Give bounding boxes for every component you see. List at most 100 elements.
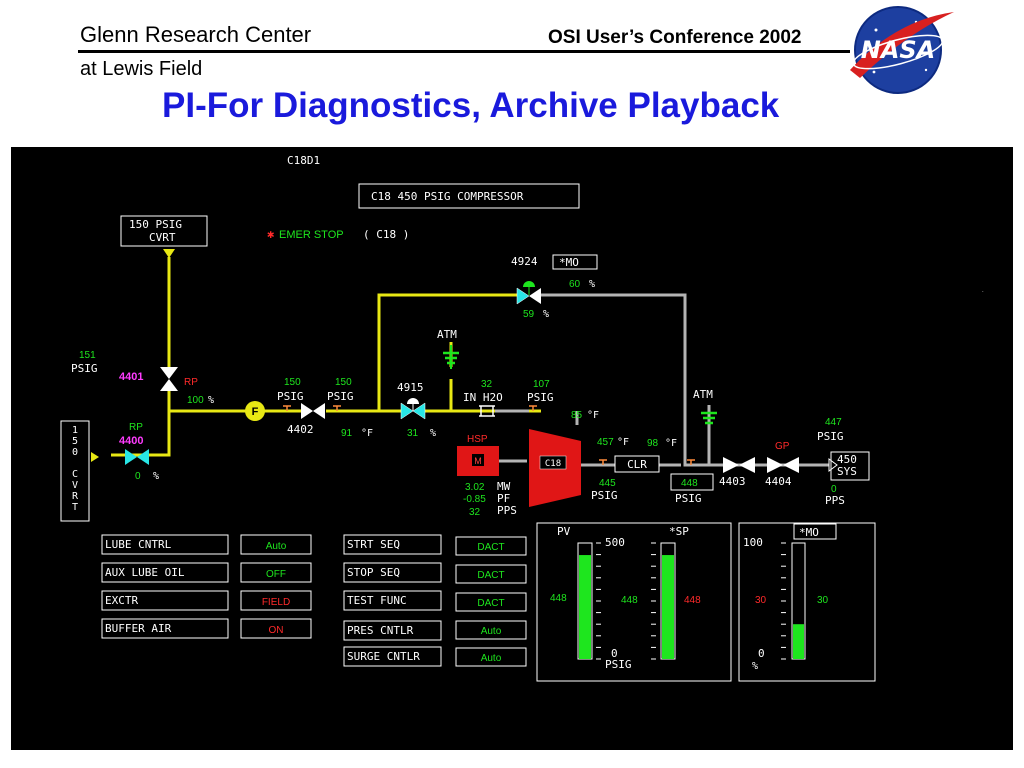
orifice-icon <box>479 405 495 417</box>
control-status-button[interactable] <box>240 562 312 583</box>
sys-pps-value: 0 <box>831 484 837 495</box>
pressure-scale-top: 500 <box>605 536 625 549</box>
control-label: SURGE CNTLR <box>347 650 420 663</box>
temp-457-unit: °F <box>617 437 629 448</box>
control-status: DACT <box>477 542 504 553</box>
output-red-value: 30 <box>755 595 767 606</box>
control-row: AUX LUBE OIL OFF <box>101 562 312 583</box>
output-green-value: 30 <box>817 595 829 606</box>
output-mode-box[interactable] <box>793 523 837 540</box>
gray-pipe-main <box>541 293 829 467</box>
psig-447-value: 447 <box>825 417 842 428</box>
sys-arrow-icon <box>828 458 838 472</box>
control-status-button[interactable] <box>240 590 312 611</box>
valve-4401-id: 4401 <box>119 371 143 383</box>
valve-4400-icon[interactable] <box>125 449 149 465</box>
control-status: ON <box>269 625 284 636</box>
valve-4924-pos-sign: % <box>543 309 549 320</box>
valve-4404-id: 4404 <box>765 475 792 488</box>
pps-label: PPS <box>497 504 517 517</box>
compressor-title-box <box>358 183 580 209</box>
temp-98-unit: °F <box>665 438 677 449</box>
control-row: PRES CNTLR Auto <box>343 620 527 641</box>
header-rule <box>78 50 850 53</box>
atm-vent-icon-right <box>701 411 717 425</box>
cooler-box[interactable] <box>614 455 660 473</box>
sp-value: 448 <box>684 595 701 606</box>
control-status: FIELD <box>262 597 290 608</box>
psig-448-box-value: 448 <box>681 478 698 489</box>
valve-4402-icon[interactable] <box>301 403 325 419</box>
valve-4400-mode: RP <box>129 422 143 433</box>
valve-4403-id: 4403 <box>719 475 746 488</box>
control-status: DACT <box>477 598 504 609</box>
atm-vent-icon-left <box>443 345 459 369</box>
control-label: STRT SEQ <box>347 538 400 551</box>
valve-4924-out: 60 <box>569 279 581 290</box>
control-row: STRT SEQ DACT <box>343 534 527 556</box>
sys-box-line1: 450 <box>837 453 857 466</box>
valve-4924-icon[interactable] <box>516 287 541 305</box>
sp-bar-fill[interactable] <box>662 555 674 659</box>
actuator-icon <box>523 281 535 287</box>
control-status-button[interactable] <box>240 534 312 555</box>
output-scale-bottom: 0 <box>758 647 765 660</box>
left-box-char: 0 <box>72 447 78 458</box>
control-label: EXCTR <box>105 594 138 607</box>
valve-4401-pct: 100 <box>187 395 204 406</box>
control-status-button[interactable] <box>455 620 527 640</box>
pv-label: PV <box>557 525 571 538</box>
control-row: LUBE CNTRL Auto <box>101 534 312 555</box>
valve-4404-icon[interactable] <box>767 457 799 473</box>
flow-element-label: F <box>252 406 259 418</box>
control-status: Auto <box>481 626 502 637</box>
control-status-button[interactable] <box>455 564 527 584</box>
emer-stop-label[interactable]: EMER STOP <box>279 229 344 241</box>
psig-448-box <box>670 473 714 491</box>
control-status-button[interactable] <box>455 647 527 667</box>
psig-107-value: 107 <box>533 379 550 390</box>
in-h2o-value: 32 <box>481 379 493 390</box>
control-status: Auto <box>266 541 287 552</box>
pv-bar-fill <box>579 555 591 659</box>
cvrt-box-line1: 150 PSIG <box>129 218 182 231</box>
valve-4403-icon[interactable] <box>723 457 755 473</box>
valve-4401-icon[interactable] <box>160 367 178 391</box>
nasa-logo-text: NASA <box>861 36 936 64</box>
right-control-panel: STRT SEQ DACT STOP SEQ DACT TEST FUNC DA… <box>343 534 527 667</box>
nasa-logo: NASA <box>850 6 954 94</box>
process-diagram: C18D1 C18 450 PSIG COMPRESSOR ✱ EMER STO… <box>60 154 985 682</box>
control-status: DACT <box>477 570 504 581</box>
valve-4400-id: 4400 <box>119 435 143 447</box>
pressure-unit: PSIG <box>605 658 632 671</box>
stray-dot: . <box>981 287 985 294</box>
cvrt-box <box>120 215 208 247</box>
screen-id: C18D1 <box>287 154 320 167</box>
pressure-ticks <box>596 542 656 660</box>
sys-box-line2: SYS <box>837 465 857 478</box>
cvrt-box-line2: CVRT <box>149 231 176 244</box>
flow-element-icon[interactable] <box>245 401 265 421</box>
control-status-button[interactable] <box>455 536 527 556</box>
valve-4924-id: 4924 <box>511 255 538 268</box>
output-scale-top: 100 <box>743 536 763 549</box>
compressor-label: C18 <box>545 459 561 469</box>
output-ticks <box>781 542 786 660</box>
left-box-char: V <box>72 480 78 491</box>
valve-4924-mode-box[interactable] <box>552 254 598 270</box>
control-status-button[interactable] <box>455 592 527 612</box>
sys-box <box>830 451 870 481</box>
psig-107-unit: PSIG <box>527 391 554 404</box>
psig-447-unit: PSIG <box>817 430 844 443</box>
control-status-button[interactable] <box>240 618 312 639</box>
valve-4915-icon[interactable] <box>400 402 426 420</box>
temp-98-value: 98 <box>647 438 659 449</box>
emer-stop-icon: ✱ <box>267 227 274 241</box>
valve-4924-pos: 59 <box>523 309 535 320</box>
gp-label: GP <box>775 441 790 452</box>
compressor-title: C18 450 PSIG COMPRESSOR <box>371 190 524 203</box>
control-row: TEST FUNC DACT <box>343 590 527 612</box>
emer-stop-unit: ( C18 ) <box>363 228 409 241</box>
control-row: SURGE CNTLR Auto <box>343 646 527 667</box>
valve-4400-pct-sign: % <box>153 471 159 482</box>
